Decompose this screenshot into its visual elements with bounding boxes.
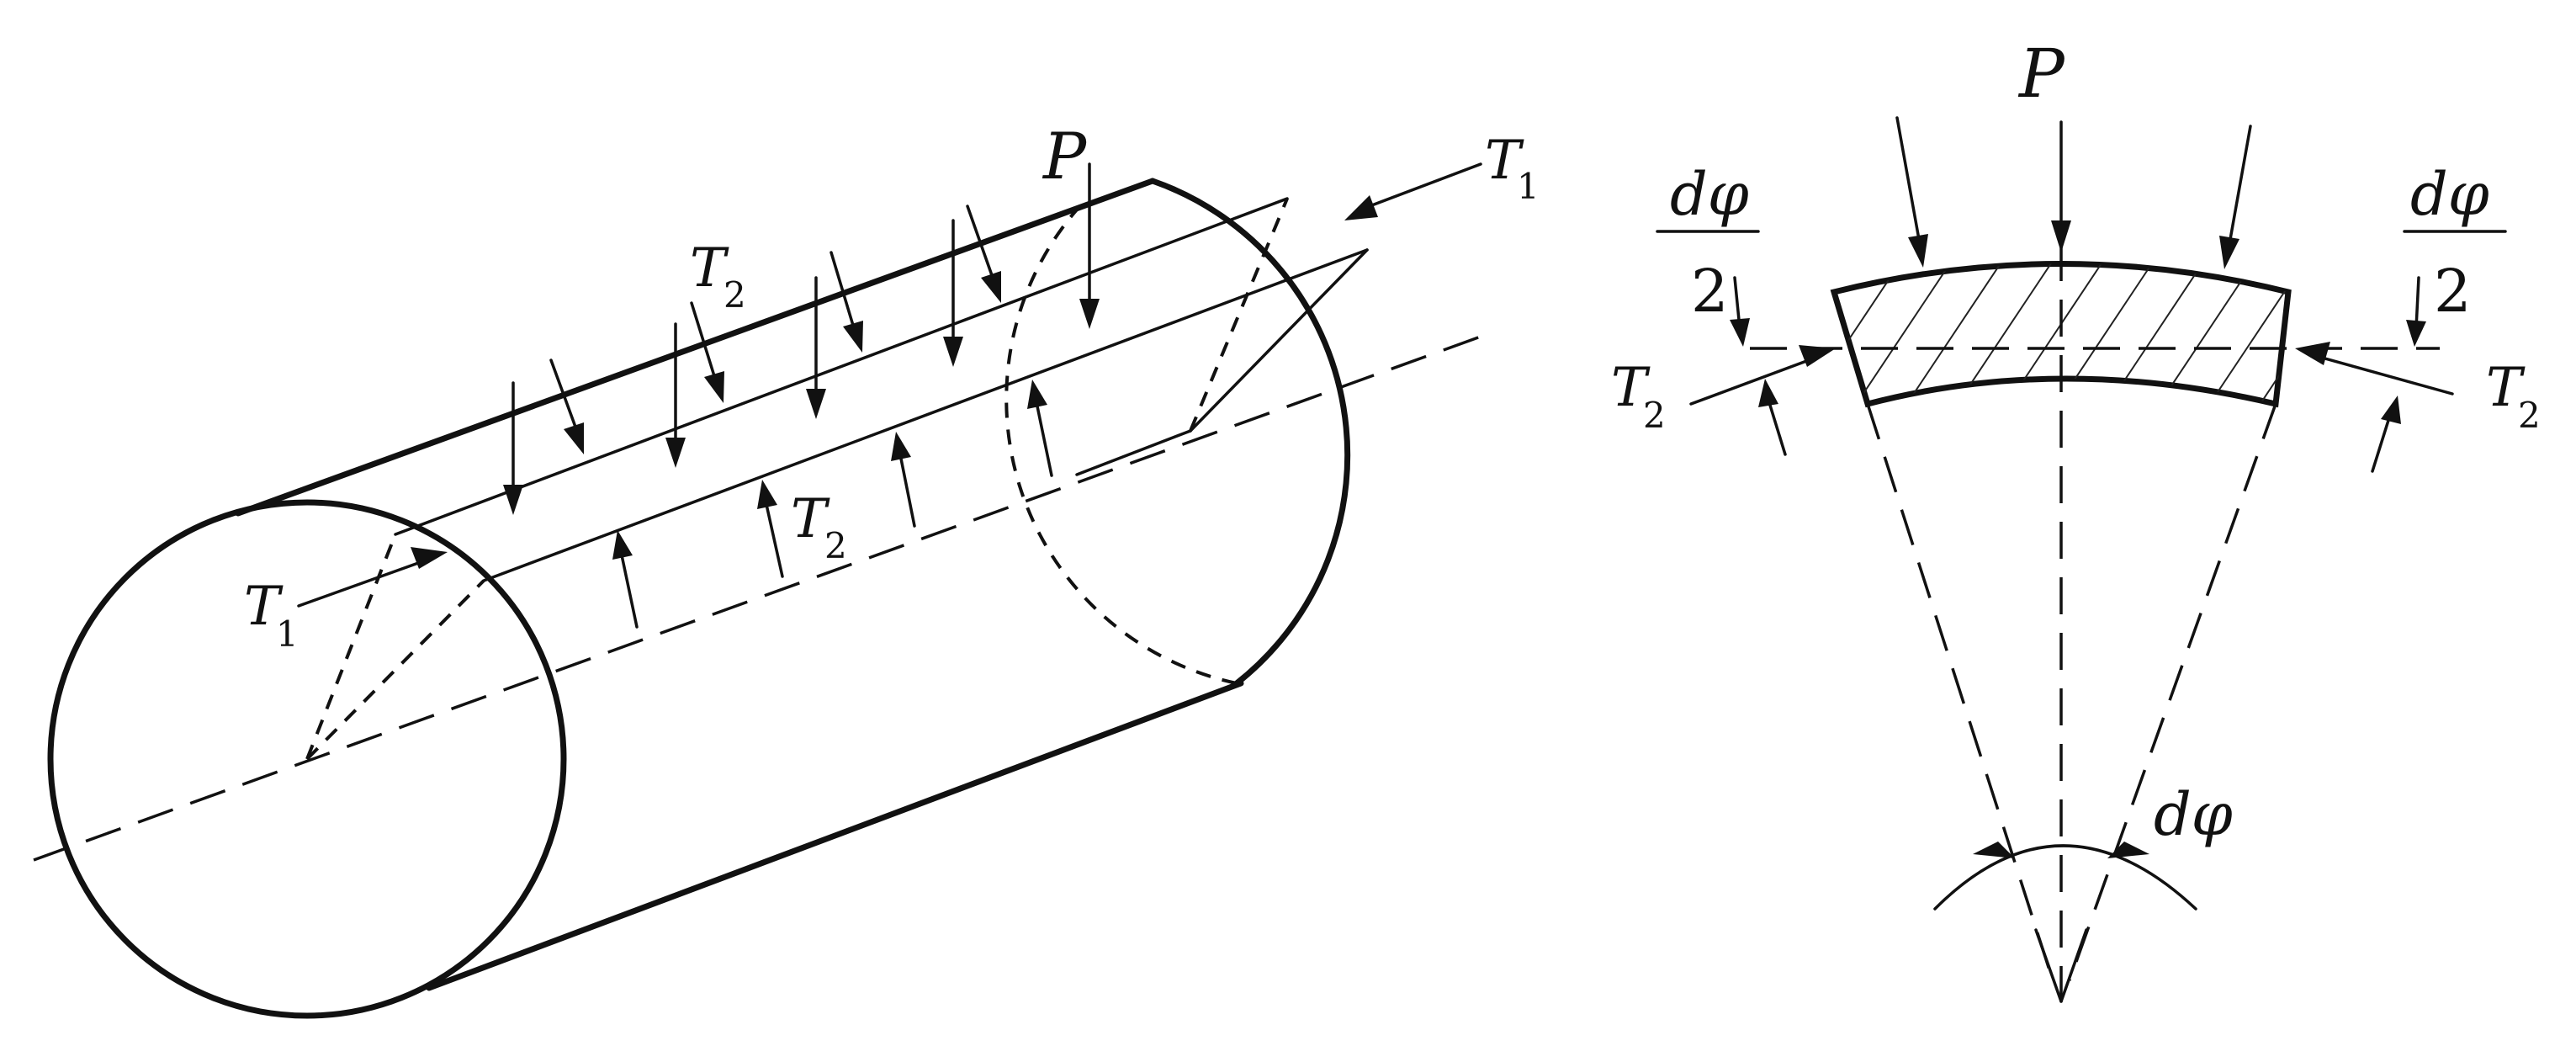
tension-arrows-upward [612, 380, 1053, 629]
segment-apex-left [2034, 928, 2063, 1003]
cylinder-figure: P T 2 T 2 T 1 T 1 [33, 119, 1540, 1019]
segment-radial-right [2068, 403, 2277, 981]
t1-arrowhead-back [1344, 195, 1378, 220]
strip-line-upper [394, 197, 1289, 536]
pressure-arrows-tilted [549, 204, 1001, 454]
front-radius-2 [305, 579, 485, 761]
t2-arrow-right [2320, 356, 2454, 396]
label-dphi-right: dφ [2410, 160, 2489, 229]
label-T2-segment-right-sub: 2 [2518, 395, 2541, 436]
t2-arrow-left [1689, 358, 1810, 406]
half-angle-arrowhead-right-top [2406, 320, 2426, 347]
pressure-arrow-right [2228, 125, 2252, 246]
half-angle-arrowhead-left-top [1730, 318, 1750, 347]
back-radius-1 [1189, 198, 1289, 432]
back-radius-2 [1189, 248, 1369, 433]
label-two-right: 2 [2434, 257, 2472, 326]
pressure-arrowhead-right [2219, 236, 2239, 269]
half-angle-arrow-right-top [2414, 276, 2420, 330]
cylinder-axis [33, 335, 1481, 862]
pressure-arrow-left [1895, 116, 1921, 246]
p-arrowhead-center [2051, 220, 2071, 252]
strip-line-middle [482, 248, 1369, 582]
angle-arrowhead-right [2107, 842, 2149, 858]
segment-apex-right [2059, 928, 2088, 1003]
label-T1-left: T [244, 576, 284, 638]
pressure-arrows-vertical [503, 162, 1100, 515]
label-two-left: 2 [1691, 257, 1729, 326]
t1-arrow-back [1361, 162, 1482, 210]
label-T2-lower: T [791, 488, 830, 550]
label-T2-upper: T [690, 237, 729, 300]
back-end-arc-hidden [1004, 199, 1238, 685]
half-angle-arrow-left-bottom [1767, 398, 1787, 456]
back-end-arc-visible [1149, 178, 1351, 687]
label-T1-left-sub: 1 [276, 613, 299, 655]
label-T1-right: T [1485, 130, 1524, 192]
label-T2-upper-sub: 2 [724, 274, 746, 316]
label-T2-segment-right: T [2486, 357, 2526, 419]
label-dphi-left: dφ [1670, 160, 1749, 229]
t1-arrowhead-front [411, 547, 448, 569]
angle-arc [1933, 844, 2197, 911]
front-end-circle [47, 499, 567, 1019]
half-angle-arrowhead-left-bottom [1758, 379, 1778, 407]
label-T1-right-sub: 1 [1517, 166, 1540, 207]
t1-arrow-front [297, 560, 422, 608]
t2-arrowhead-right [2295, 342, 2330, 365]
segment-radial-left [1866, 403, 2054, 981]
bottom-generator [426, 680, 1244, 991]
label-T2-segment-left: T [1611, 357, 1651, 419]
label-T2-lower-sub: 2 [824, 525, 847, 566]
strip-line-lower [1075, 429, 1192, 476]
angle-arrowhead-left [1973, 842, 2015, 858]
pressure-arrowhead-left [1908, 234, 1928, 268]
label-P-left: P [1042, 119, 1088, 194]
front-radius-1 [305, 534, 397, 760]
t2-arrowhead-left [1799, 345, 1836, 367]
segment-figure: P dφ 2 dφ 2 T 2 T 2 dφ [1611, 35, 2541, 1003]
half-angle-arrow-right-bottom [2371, 411, 2393, 473]
label-T2-segment-left-sub: 2 [1643, 395, 1666, 436]
top-generator [235, 178, 1156, 517]
label-dphi-apex: dφ [2154, 780, 2233, 849]
half-angle-arrowhead-right-bottom [2381, 396, 2401, 424]
label-P-right: P [2017, 35, 2065, 113]
